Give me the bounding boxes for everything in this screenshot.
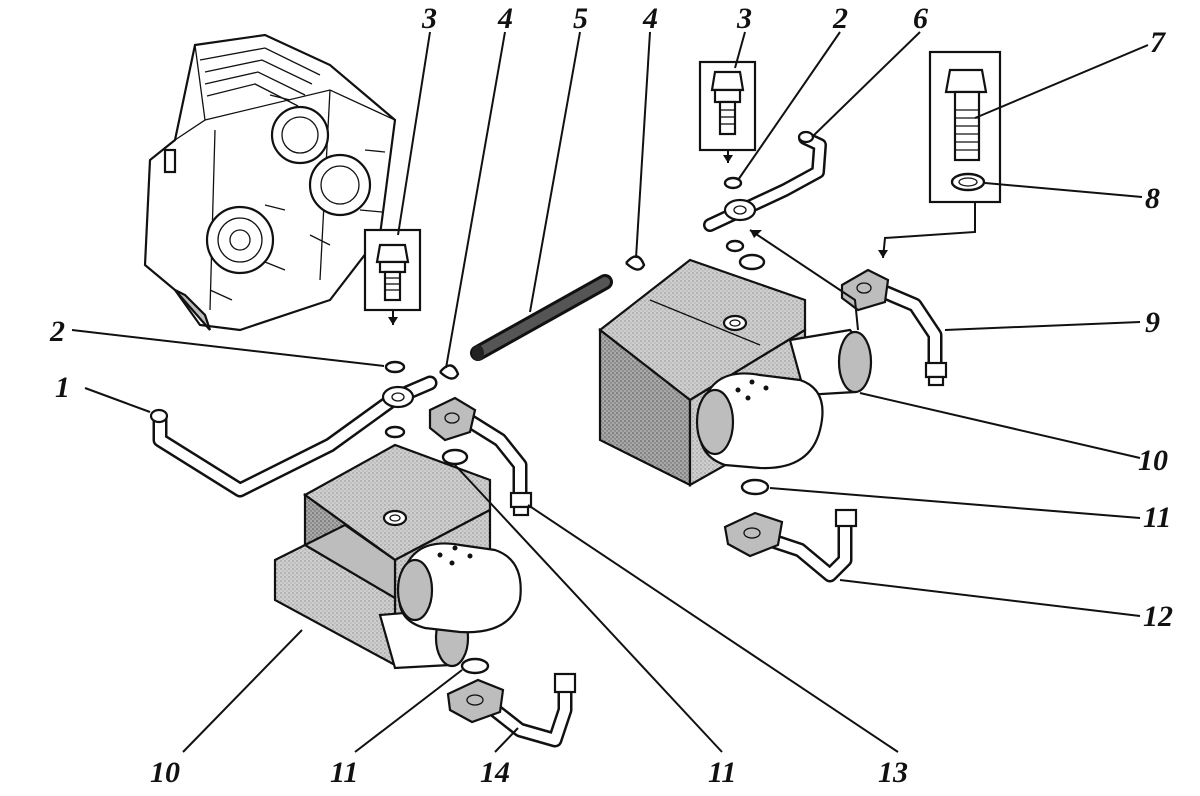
callout-5: 5 [573,2,588,35]
callout-3: 3 [421,2,437,35]
hose [470,274,613,361]
callout-12: 12 [1143,600,1173,633]
assembly-arrows [388,155,888,331]
filter-housing-left [273,443,522,670]
leader-lines [71,31,1149,753]
callout-2: 2 [832,2,848,35]
callout-1: 1 [55,371,70,404]
callout-4: 4 [642,2,658,35]
gearbox-housing [143,33,397,332]
pipe-flanged-right [840,268,948,387]
callout-3: 3 [736,2,752,35]
pipe-right-upper [703,130,827,232]
callout-8: 8 [1145,182,1160,215]
banjo-bolt-left [363,228,422,325]
pipe-lower-left [446,672,577,748]
callout-10: 10 [1138,444,1168,477]
pipe-lower-right [723,508,858,583]
callout-4: 4 [497,2,513,35]
pipe-left [149,375,438,498]
callout-14: 14 [480,756,510,789]
filter-housing-right [598,258,873,487]
callout-labels: 1 2 2 3 3 4 4 5 6 7 8 9 10 10 11 11 11 1… [49,2,1173,789]
callout-2: 2 [49,315,65,348]
callout-10: 10 [150,756,180,789]
callout-11: 11 [1143,501,1171,534]
callout-9: 9 [1145,306,1160,339]
callout-13: 13 [878,756,908,789]
callout-11: 11 [708,756,736,789]
sealing-rings [384,176,770,675]
bolt-with-washer [882,50,1002,259]
callout-7: 7 [1150,26,1166,59]
callout-11: 11 [330,756,358,789]
callout-6: 6 [913,2,928,35]
banjo-bolt-right [698,60,757,163]
pipe-flanged-left [428,396,533,517]
